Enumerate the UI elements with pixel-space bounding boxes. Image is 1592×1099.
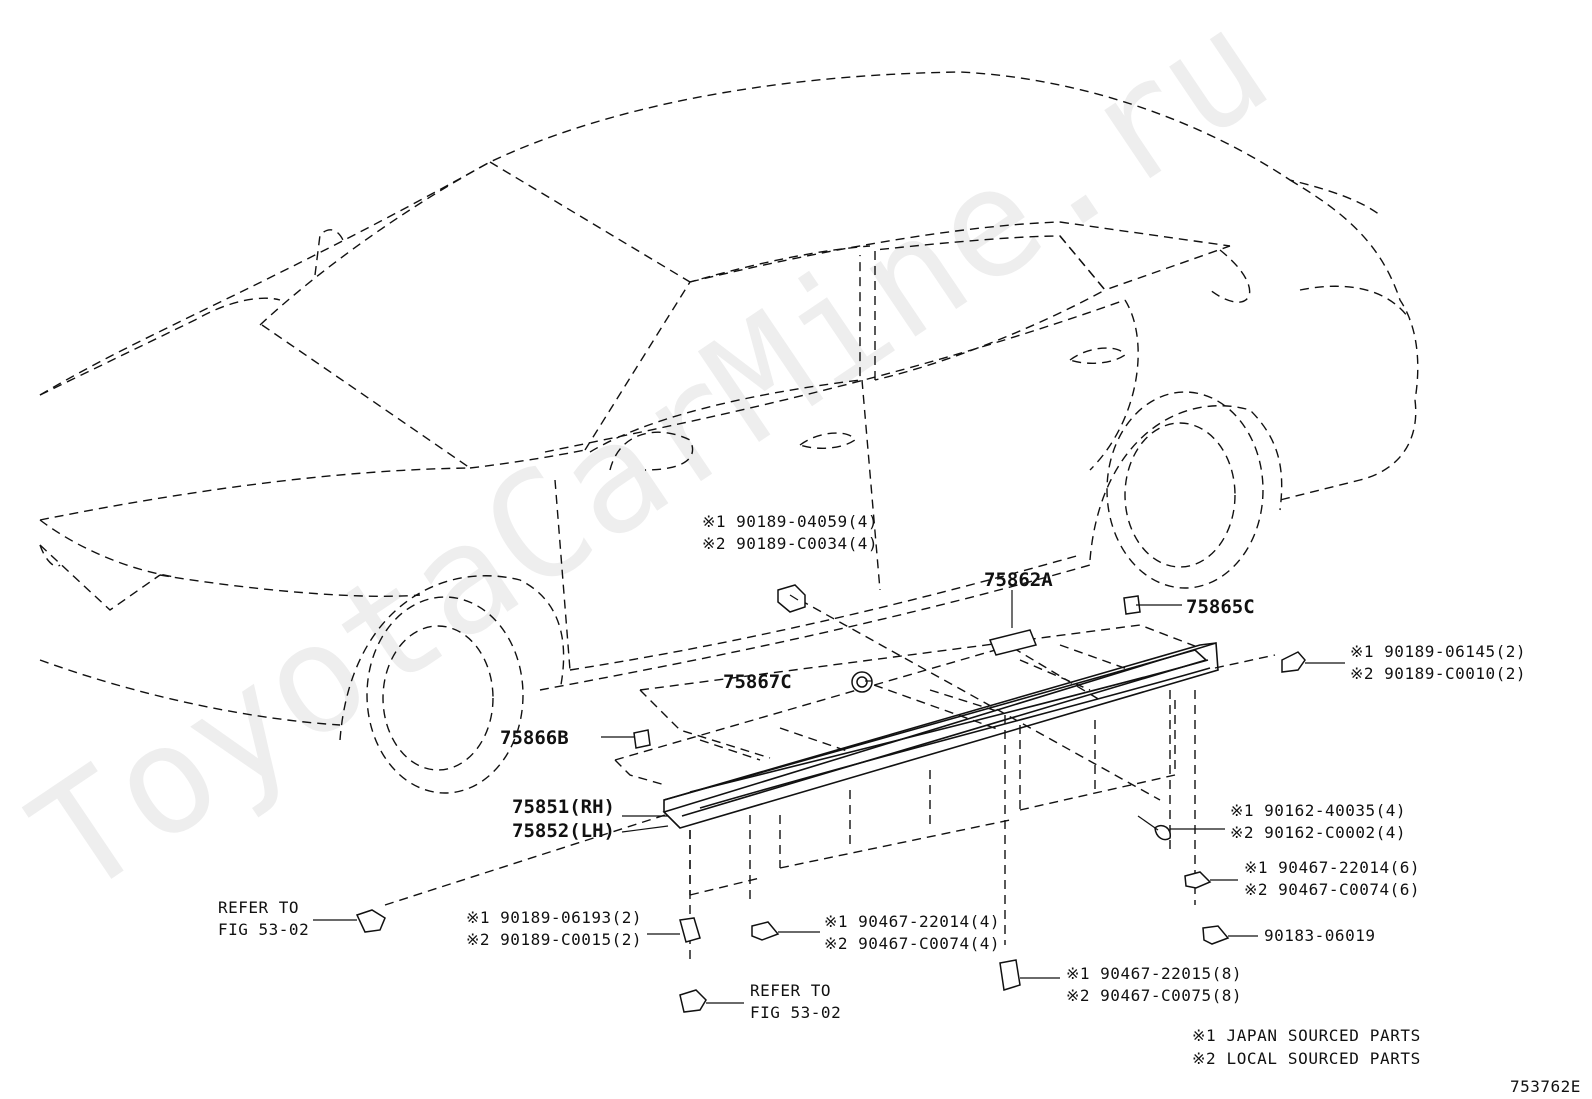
callout-75862A: 75862A: [984, 569, 1053, 591]
figure-code: 753762E: [1510, 1077, 1581, 1096]
callout-90467-22014-right: ※1 90467-22014(6) ※2 90467-C0074(6): [1244, 858, 1420, 899]
svg-text:※1 90189-06145(2): ※1 90189-06145(2): [1350, 642, 1526, 661]
cushion-tab-part: [1123, 595, 1141, 615]
svg-text:※2 90162-C0002(4): ※2 90162-C0002(4): [1230, 823, 1406, 842]
svg-text:※1 90189-06193(2): ※1 90189-06193(2): [466, 908, 642, 927]
svg-text:REFER TO: REFER TO: [750, 981, 831, 1000]
svg-text:FIG 53-02: FIG 53-02: [218, 920, 309, 939]
callout-90189-04059: ※1 90189-04059(4) ※2 90189-C0034(4): [702, 512, 878, 553]
nut-part-right: [1184, 871, 1212, 889]
callout-75851: 75851(RH) 75852(LH): [512, 796, 615, 842]
callout-90189-06145: ※1 90189-06145(2) ※2 90189-C0010(2): [1350, 642, 1526, 683]
clip-part-left: [679, 917, 701, 943]
callout-90467-22015: ※1 90467-22015(8) ※2 90467-C0075(8): [1066, 964, 1242, 1005]
nut-part-middle: [751, 921, 780, 941]
svg-text:※1 90467-22015(8): ※1 90467-22015(8): [1066, 964, 1242, 983]
svg-text:※1 90467-22014(6): ※1 90467-22014(6): [1244, 858, 1420, 877]
svg-text:※2 90467-C0074(6): ※2 90467-C0074(6): [1244, 880, 1420, 899]
svg-text:※2 90467-C0075(8): ※2 90467-C0075(8): [1066, 986, 1242, 1005]
callout-90162-40035: ※1 90162-40035(4) ※2 90162-C0002(4): [1230, 801, 1406, 842]
svg-text:※1 90189-04059(4): ※1 90189-04059(4): [702, 512, 878, 531]
svg-text:※1 JAPAN SOURCED PARTS: ※1 JAPAN SOURCED PARTS: [1192, 1026, 1421, 1045]
screw-part-center: [1154, 824, 1171, 841]
sourcing-notes: ※1 JAPAN SOURCED PARTS ※2 LOCAL SOURCED …: [1192, 1026, 1421, 1068]
svg-text:※1 90467-22014(4): ※1 90467-22014(4): [824, 912, 1000, 931]
bolt-part-bottom: [679, 989, 707, 1013]
svg-text:FIG 53-02: FIG 53-02: [750, 1003, 841, 1022]
svg-text:※2 90189-C0010(2): ※2 90189-C0010(2): [1350, 664, 1526, 683]
svg-text:75852(LH): 75852(LH): [512, 820, 615, 842]
svg-text:75851(RH): 75851(RH): [512, 796, 615, 818]
clip-part-bottom: [999, 959, 1021, 991]
svg-text:※1 90162-40035(4): ※1 90162-40035(4): [1230, 801, 1406, 820]
pad-part: [633, 729, 651, 749]
clip-part-right: [1202, 925, 1230, 945]
callout-75865C: 75865C: [1186, 596, 1255, 618]
callout-90183-06019: 90183-06019: [1264, 926, 1375, 945]
callout-90189-06193: ※1 90189-06193(2) ※2 90189-C0015(2): [466, 908, 642, 949]
callout-75867C: 75867C: [723, 671, 792, 693]
svg-text:※2 LOCAL SOURCED PARTS: ※2 LOCAL SOURCED PARTS: [1192, 1049, 1421, 1068]
bolt-part-left: [355, 909, 386, 933]
svg-text:※2 90189-C0015(2): ※2 90189-C0015(2): [466, 930, 642, 949]
vehicle-body-outline: [39, 71, 1419, 794]
callout-refer-to-fig-bottom: REFER TO FIG 53-02: [750, 981, 841, 1022]
leader-lines: [313, 604, 1345, 1004]
clip-part: [777, 584, 806, 613]
callout-refer-to-fig-left: REFER TO FIG 53-02: [218, 898, 309, 939]
installation-guide-lines: [384, 599, 1276, 960]
svg-text:※2 90467-C0074(4): ※2 90467-C0074(4): [824, 934, 1000, 953]
svg-text:※2 90189-C0034(4): ※2 90189-C0034(4): [702, 534, 878, 553]
callout-90467-22014-middle: ※1 90467-22014(4) ※2 90467-C0074(4): [824, 912, 1000, 953]
rocker-panel-moulding: [662, 641, 1219, 829]
cushion-part: [988, 629, 1038, 656]
callout-75866B: 75866B: [500, 727, 569, 749]
screw-part-right: [1281, 651, 1306, 673]
fastener-parts: [355, 584, 1306, 1013]
svg-text:REFER TO: REFER TO: [218, 898, 299, 917]
watermark-text: ToyotaCarMine.ru: [3, 0, 1298, 930]
